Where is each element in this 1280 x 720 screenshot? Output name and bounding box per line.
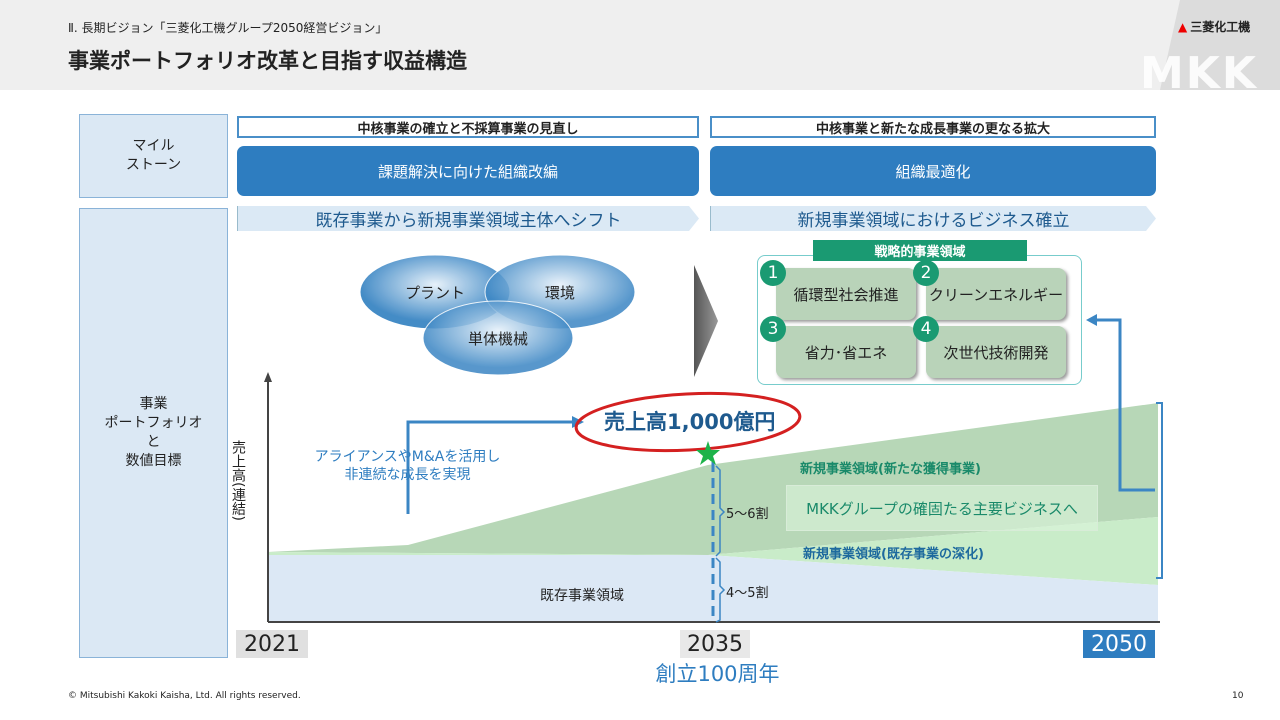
watermark-shape bbox=[1160, 0, 1280, 90]
alliance-arrow bbox=[406, 420, 572, 514]
star-icon bbox=[696, 441, 720, 465]
label-existing: 既存事業領域 bbox=[540, 588, 624, 604]
feedback-arrow bbox=[1095, 318, 1155, 492]
phase1-milestone: 課題解決に向けた組織改編 bbox=[237, 146, 699, 196]
phase2-banner: 新規事業領域におけるビジネス確立 bbox=[710, 206, 1156, 231]
header bbox=[0, 0, 1280, 90]
chevron-right-icon bbox=[694, 265, 718, 377]
ratio-new: 5～6割 bbox=[726, 507, 769, 522]
year-2050: 2050 bbox=[1083, 630, 1155, 658]
y-axis-label: 売上高(連結) bbox=[230, 440, 246, 521]
strategic-item-1: 循環型社会推進 bbox=[776, 268, 916, 320]
portfolio-label: 事業 ポートフォリオ と 数値目標 bbox=[79, 208, 228, 658]
venn-diagram bbox=[359, 254, 636, 376]
phase1-heading: 中核事業の確立と不採算事業の見直し bbox=[237, 116, 699, 138]
anniversary-label: 創立100周年 bbox=[655, 662, 780, 686]
year-2035: 2035 bbox=[680, 630, 750, 658]
company-logo: ▲三菱化工機 bbox=[1178, 18, 1250, 35]
badge-1: 1 bbox=[760, 260, 786, 286]
ratio-existing: 4～5割 bbox=[726, 586, 769, 601]
bracket-new bbox=[715, 465, 726, 557]
page-number: 10 bbox=[1232, 691, 1244, 701]
badge-2: 2 bbox=[913, 260, 939, 286]
area-new-deepened bbox=[268, 517, 1158, 585]
phase2-heading: 中核事業と新たな成長事業の更なる拡大 bbox=[710, 116, 1156, 138]
strategic-item-4: 次世代技術開発 bbox=[926, 326, 1066, 378]
milestone-label: マイル ストーン bbox=[79, 114, 228, 198]
year-2021: 2021 bbox=[236, 630, 308, 658]
strategic-title: 戦略的事業領域 bbox=[813, 240, 1027, 261]
section-subtitle: Ⅱ. 長期ビジョン「三菱化工機グループ2050経営ビジョン」 bbox=[68, 21, 388, 35]
bracket-existing bbox=[715, 557, 726, 623]
badge-3: 3 bbox=[760, 316, 786, 342]
phase1-banner: 既存事業から新規事業領域主体へシフト bbox=[237, 206, 699, 231]
target-label: 売上高1,000億円 bbox=[604, 410, 776, 434]
strategic-item-3: 省力･省エネ bbox=[776, 326, 916, 378]
area-existing bbox=[268, 555, 1158, 622]
venn-environment: 環境 bbox=[544, 284, 575, 302]
logo-text: 三菱化工機 bbox=[1190, 20, 1251, 34]
copyright: © Mitsubishi Kakoki Kaisha, Ltd. All rig… bbox=[68, 691, 301, 701]
alliance-note: アライアンスやM&Aを活用し 非連続な成長を実現 bbox=[314, 449, 501, 483]
page-title: 事業ポートフォリオ改革と目指す収益構造 bbox=[68, 49, 467, 73]
mitsubishi-icon: ▲ bbox=[1178, 19, 1188, 34]
venn-plant: プラント bbox=[404, 284, 465, 302]
bracket-2050 bbox=[1156, 402, 1163, 579]
badge-4: 4 bbox=[913, 316, 939, 342]
label-new-acquired: 新規事業領域(新たな獲得事業) bbox=[800, 462, 981, 477]
label-new-deepened: 新規事業領域(既存事業の深化) bbox=[803, 547, 984, 562]
watermark: MKK bbox=[1140, 48, 1258, 99]
strategic-item-2: クリーンエネルギー bbox=[926, 268, 1066, 320]
venn-machinery: 単体機械 bbox=[467, 330, 528, 348]
target-highlight bbox=[574, 391, 802, 453]
phase2-milestone: 組織最適化 bbox=[710, 146, 1156, 196]
main-business-note: MKKグループの確固たる主要ビジネスへ bbox=[786, 485, 1098, 531]
